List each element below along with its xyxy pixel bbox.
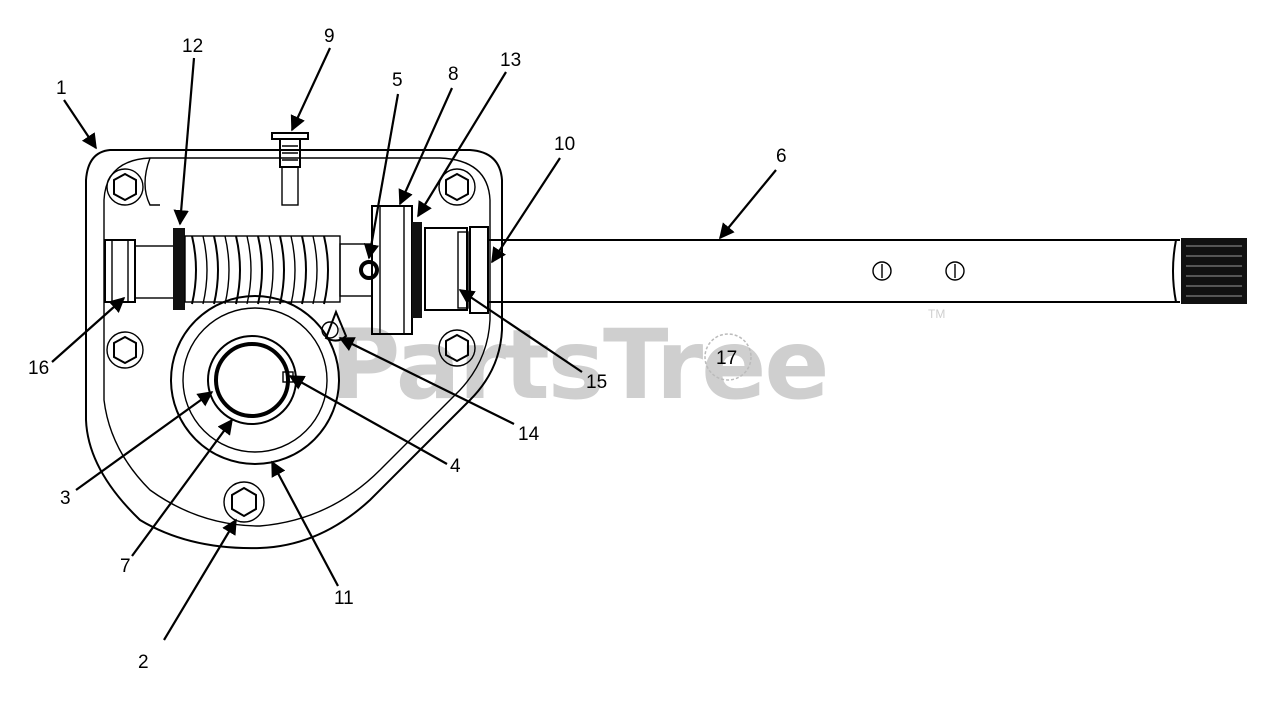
leader-1 — [63, 99, 97, 150]
callout-15: 15 — [586, 372, 607, 393]
callout-11: 11 — [334, 588, 354, 609]
leader-3 — [75, 391, 214, 491]
callout-17-ring — [704, 333, 752, 381]
bolt-hole-top-left — [106, 168, 144, 206]
callout-labels: 1 2 3 4 5 6 7 8 9 10 11 12 13 14 15 16 1… — [28, 26, 787, 673]
leader-4 — [288, 375, 448, 465]
callout-14: 14 — [518, 424, 540, 445]
shaft-spline-end — [1181, 238, 1247, 304]
vent-fitting — [271, 132, 309, 206]
output-shaft — [488, 239, 1180, 303]
oil-seal — [469, 226, 489, 314]
leader-10 — [491, 157, 561, 264]
worm-gear — [184, 235, 341, 305]
leader-13 — [417, 71, 507, 218]
bolt-hole-mid-right — [438, 329, 476, 367]
leader-lines — [51, 47, 777, 641]
callout-7: 7 — [120, 556, 131, 577]
callout-9: 9 — [324, 26, 335, 47]
leader-6 — [719, 169, 777, 240]
leader-7 — [131, 418, 233, 557]
leader-5 — [363, 93, 400, 260]
callout-10: 10 — [554, 134, 575, 155]
bolt-hole-bottom — [223, 481, 265, 523]
callout-16: 16 — [28, 358, 49, 379]
callout-12: 12 — [182, 36, 203, 57]
thrust-washer-left — [173, 228, 185, 310]
leader-15 — [458, 289, 583, 373]
ball-plug — [321, 309, 348, 342]
callout-17: 17 — [716, 348, 737, 369]
housing-inner-ridge — [144, 157, 160, 206]
callout-5: 5 — [392, 70, 403, 91]
housing-inner-outline — [103, 157, 491, 527]
callout-4: 4 — [450, 456, 461, 477]
bolt-hole-top-right — [438, 168, 476, 206]
thrust-washer-right — [412, 222, 422, 318]
leader-16 — [51, 296, 126, 363]
leader-12 — [173, 57, 196, 226]
right-bearing — [424, 227, 469, 311]
leader-2 — [163, 518, 237, 641]
left-bearing — [104, 239, 176, 303]
leader-11 — [271, 460, 339, 587]
callout-13: 13 — [500, 50, 521, 71]
housing-outline — [85, 149, 503, 550]
leader-14 — [338, 337, 515, 425]
output-gear — [170, 295, 340, 465]
callout-3: 3 — [60, 488, 71, 509]
callout-1: 1 — [56, 78, 67, 99]
bolt-hole-mid-left — [106, 331, 144, 369]
watermark-trademark: TM — [928, 307, 945, 321]
leader-9 — [290, 47, 331, 132]
roll-pin — [359, 260, 379, 280]
callout-6: 6 — [776, 146, 787, 167]
callout-2: 2 — [138, 652, 149, 673]
leader-8 — [398, 87, 454, 206]
callout-8: 8 — [448, 64, 459, 85]
watermark-brand: PartsTree — [330, 309, 827, 421]
